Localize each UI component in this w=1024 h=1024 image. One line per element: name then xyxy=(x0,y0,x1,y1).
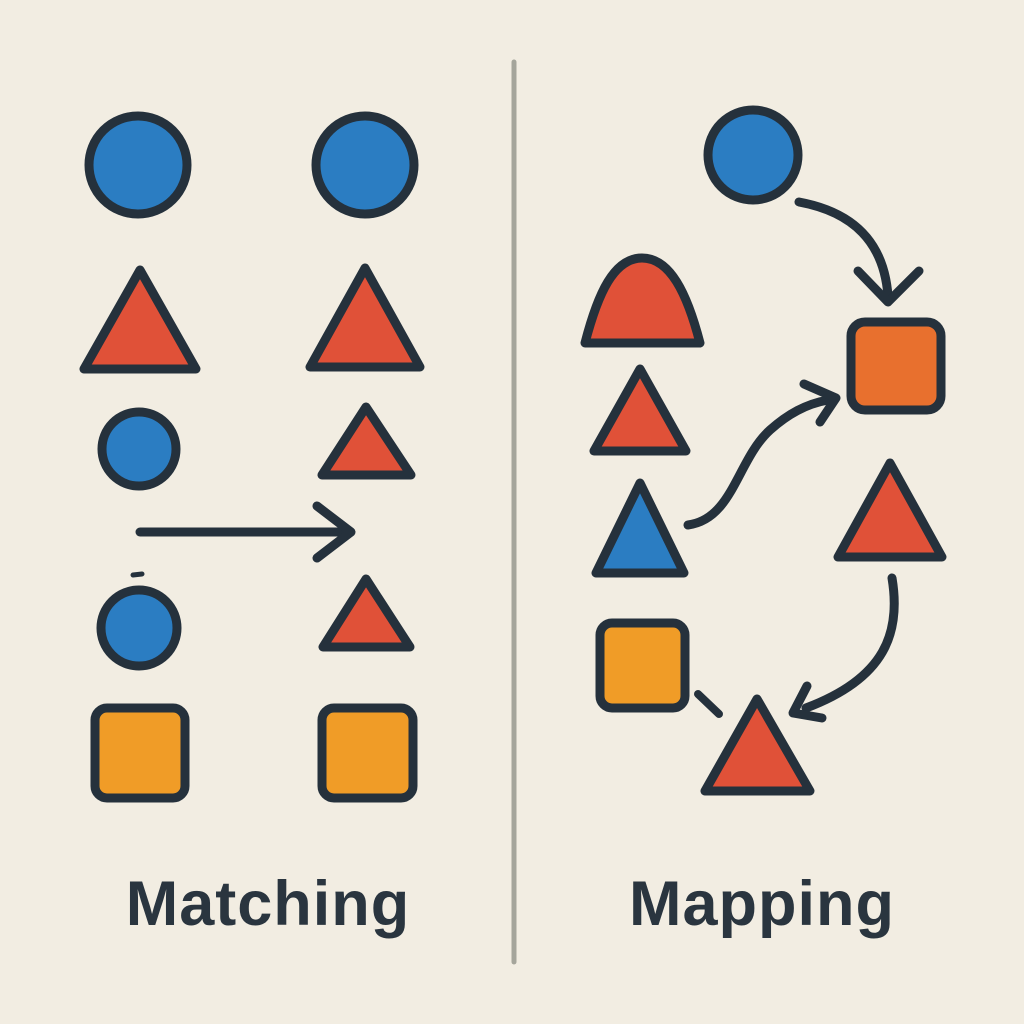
mapping-triangle-red-right xyxy=(833,458,947,562)
mapping-square-amber xyxy=(595,618,690,713)
mapping-arrow-to-bottom-triangle-head xyxy=(788,681,827,723)
mapping-arrow-circle-to-square xyxy=(794,197,893,301)
mapping-label: Mapping xyxy=(629,869,895,939)
mapping-triangle-red-bottom xyxy=(700,694,815,796)
mapping-arrow-circle-to-square-head xyxy=(853,266,924,307)
matching-left-circle-large xyxy=(84,111,192,219)
mapping-dash xyxy=(694,690,723,718)
matching-left-circle-small xyxy=(97,407,181,491)
mapping-arrow-triangle-to-square-head xyxy=(799,379,841,427)
mapping-arrow-triangle-to-square xyxy=(683,395,833,530)
matching-right-triangle-small-2 xyxy=(318,574,415,652)
matching-right-triangle-small xyxy=(317,402,416,480)
mapping-dome xyxy=(580,253,705,348)
matching-left-triangle-large xyxy=(79,265,201,374)
mapping-circle xyxy=(703,105,803,205)
matching-left-circle-small-2 xyxy=(96,585,182,671)
mapping-square-orange xyxy=(846,317,946,415)
matching-label: Matching xyxy=(125,869,411,939)
matching-right-circle-large xyxy=(311,111,419,219)
matching-right-square xyxy=(317,703,418,803)
matching-left-square xyxy=(90,703,190,803)
matching-arrow-head xyxy=(312,501,356,563)
matching-right-triangle-large xyxy=(305,263,425,372)
matching-tick-mark xyxy=(130,571,145,578)
mapping-triangle-blue xyxy=(591,478,689,578)
mapping-triangle-red-left xyxy=(589,364,691,456)
mapping-arrow-to-bottom-triangle xyxy=(801,573,899,713)
